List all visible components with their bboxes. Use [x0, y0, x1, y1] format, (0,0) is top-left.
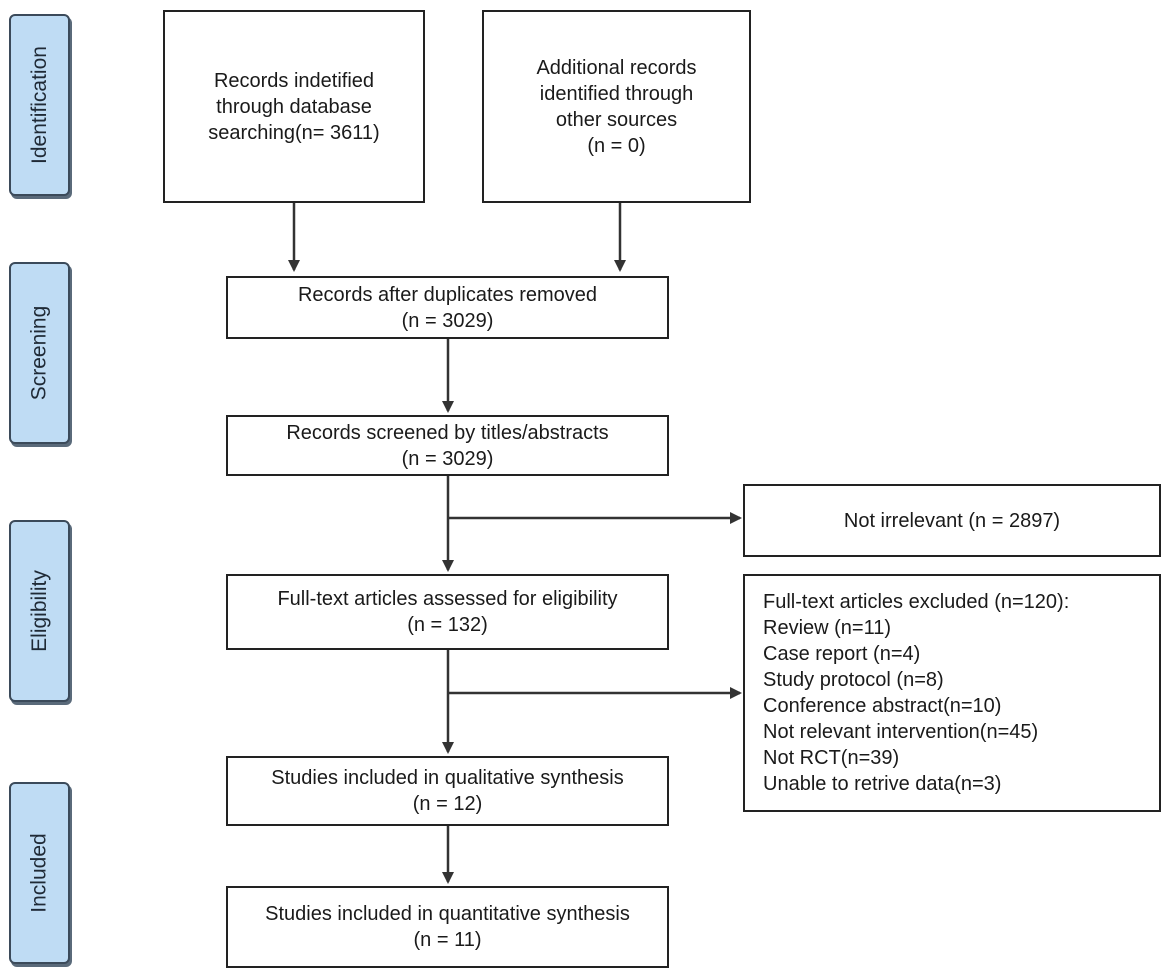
text-line: Studies included in qualitative synthesi… — [271, 767, 624, 789]
text-line: Case report (n=4) — [763, 643, 921, 665]
text-line: Study protocol (n=8) — [763, 669, 944, 691]
box-other-sources: Additional records identified through ot… — [482, 10, 751, 203]
text-line: Not relevant intervention(n=45) — [763, 721, 1039, 743]
box-database-records: Records indetified through database sear… — [163, 10, 425, 203]
text-line: (n = 12) — [412, 793, 483, 815]
text-line: (n = 132) — [407, 614, 488, 636]
phase-eligibility: Eligibility — [9, 520, 70, 702]
text-line: Additional records — [536, 56, 697, 79]
text-line: (n = 11) — [413, 929, 482, 951]
text-line: through database — [216, 95, 372, 118]
text-line: (n = 0) — [587, 134, 646, 157]
box-full-text-excluded: Full-text articles excluded (n=120): Rev… — [743, 574, 1161, 812]
text-line: Full-text articles assessed for eligibil… — [277, 588, 618, 610]
phase-screening: Screening — [9, 262, 70, 444]
text-line: Review (n=11) — [763, 617, 892, 639]
text-line: Records after duplicates removed — [297, 283, 598, 306]
text-line: (n = 3029) — [401, 447, 494, 470]
box-duplicates-removed: Records after duplicates removed (n = 30… — [226, 276, 669, 339]
phase-identification: Identification — [9, 14, 70, 196]
box-qualitative-synthesis: Studies included in qualitative synthesi… — [226, 756, 669, 826]
text-line: Not RCT(n=39) — [763, 747, 900, 769]
text-line: searching(n= 3611) — [208, 121, 380, 144]
box-full-text-assessed: Full-text articles assessed for eligibil… — [226, 574, 669, 650]
text-line: Studies included in quantitative synthes… — [265, 903, 630, 925]
text-line: (n = 3029) — [401, 309, 494, 332]
box-quantitative-synthesis: Studies included in quantitative synthes… — [226, 886, 669, 968]
text-line: identified through — [539, 82, 694, 105]
box-not-irrelevant: Not irrelevant (n = 2897) — [743, 484, 1161, 557]
text-line: Not irrelevant (n = 2897) — [843, 509, 1061, 532]
text-line: Full-text articles excluded (n=120): — [763, 591, 1070, 613]
text-line: Records screened by titles/abstracts — [286, 421, 609, 444]
phase-included: Included — [9, 782, 70, 964]
text-line: Conference abstract(n=10) — [763, 695, 1002, 717]
text-line: other sources — [555, 108, 678, 131]
text-line: Unable to retrive data(n=3) — [763, 773, 1002, 795]
box-screened: Records screened by titles/abstracts (n … — [226, 415, 669, 476]
text-line: Records indetified — [213, 69, 375, 92]
